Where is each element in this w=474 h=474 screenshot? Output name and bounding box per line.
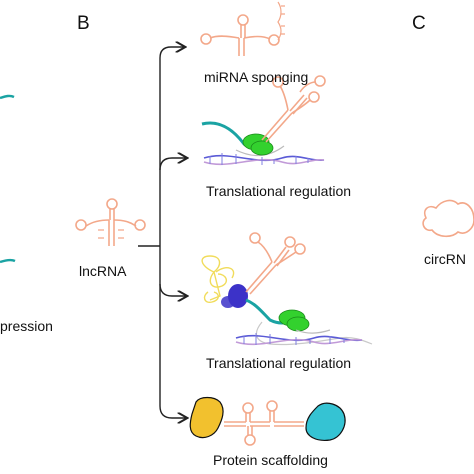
protein-yellow <box>189 396 224 439</box>
left-mrna-fragment-bottom <box>0 258 16 264</box>
label-mirna-sponging: miRNA sponging <box>204 69 309 85</box>
translation-scene-2 <box>201 232 373 346</box>
mirna-sponge-rna-icon <box>200 1 285 56</box>
dna-helix-2 <box>235 334 363 342</box>
label-protein-scaffolding: Protein scaffolding <box>213 452 328 468</box>
branch-connector <box>138 47 186 418</box>
protein-cyan <box>305 402 346 441</box>
label-translational-regulation-1: Translational regulation <box>206 183 352 199</box>
dna-helix-1 <box>203 154 325 162</box>
circrna-structure-icon <box>422 199 474 238</box>
lncrna-structure-icon <box>75 198 146 246</box>
left-mrna-fragment-top <box>0 94 15 100</box>
translation-scene-1 <box>201 75 326 166</box>
protein-scaffold-scene <box>189 396 346 446</box>
panel-label-c: C <box>412 13 426 34</box>
label-translational-regulation-2: Translational regulation <box>206 355 352 371</box>
panel-label-b: B <box>77 13 90 34</box>
yellow-rna-loops <box>201 255 235 304</box>
label-circrna: circRN <box>424 251 466 267</box>
label-left-partial: pression <box>0 318 53 334</box>
label-lncrna: lncRNA <box>79 263 127 279</box>
